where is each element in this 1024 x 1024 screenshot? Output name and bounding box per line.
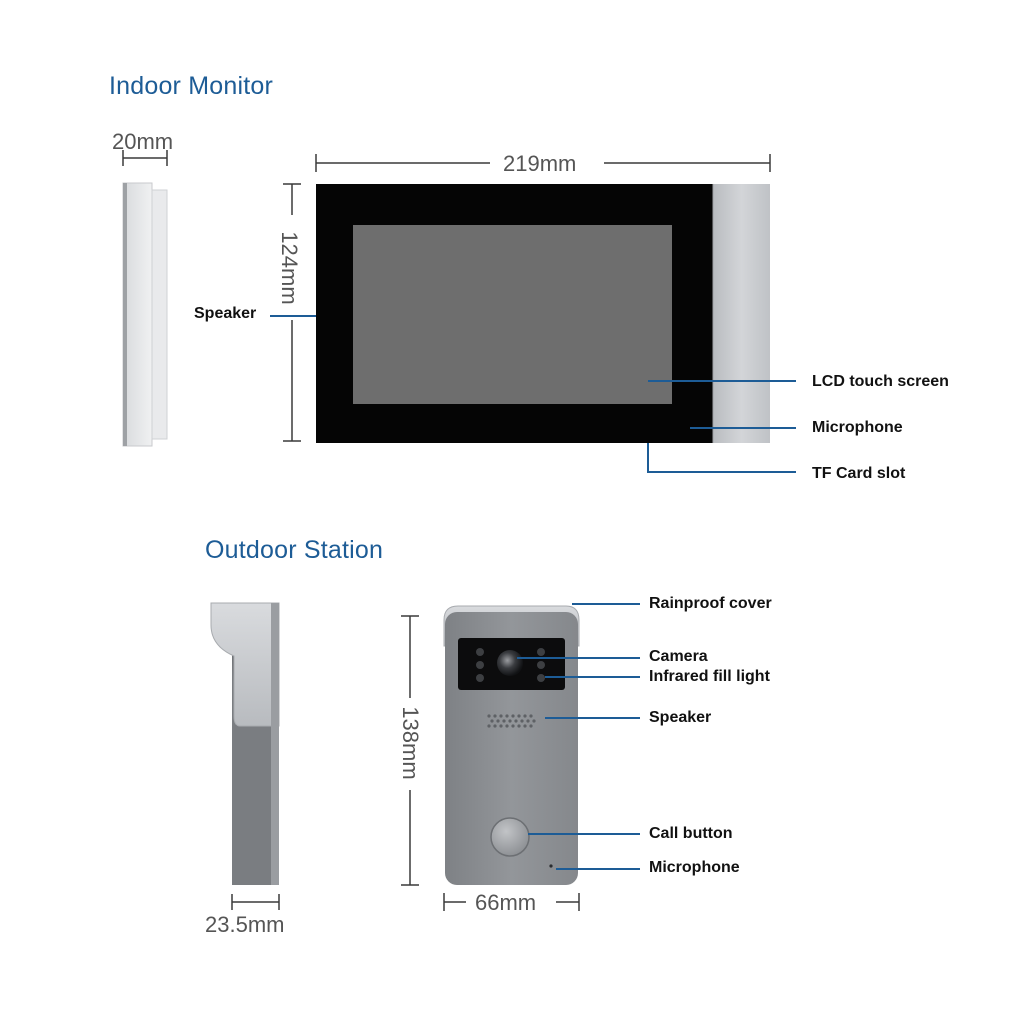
outdoor-station-front [443, 605, 580, 885]
infrared-led-icon [537, 674, 545, 682]
indoor-microphone-label: Microphone [812, 419, 903, 436]
infrared-led-icon [476, 661, 484, 669]
tf-card-slot-label: TF Card slot [812, 465, 906, 482]
infrared-led-icon [476, 674, 484, 682]
camera-label: Camera [649, 648, 708, 665]
outdoor-station-side-view [210, 602, 280, 885]
indoor-height-label: 124mm [277, 231, 302, 305]
indoor-speaker-label: Speaker [194, 305, 257, 322]
outdoor-microphone-label: Microphone [649, 859, 740, 876]
infrared-led-icon [537, 648, 545, 656]
microphone-hole-icon [549, 864, 553, 868]
outdoor-callout-lines [517, 603, 640, 870]
camera-lens-icon [497, 650, 523, 676]
infrared-led-icon [476, 648, 484, 656]
call-button-label: Call button [649, 825, 733, 842]
indoor-callout-lines [270, 315, 796, 473]
silver-side-panel [713, 184, 770, 443]
outdoor-station-title: Outdoor Station [205, 536, 384, 564]
infrared-fill-light-label: Infrared fill light [649, 668, 770, 685]
infrared-led-icon [537, 661, 545, 669]
outdoor-depth-label: 23.5mm [205, 912, 285, 937]
lcd-touch-screen-label: LCD touch screen [812, 373, 949, 390]
outdoor-height-label: 138mm [398, 706, 423, 780]
rainproof-cover-label: Rainproof cover [649, 595, 772, 612]
indoor-dimension-lines [122, 150, 771, 442]
indoor-depth-label: 20mm [112, 129, 174, 154]
speaker-grille-icon [487, 714, 536, 728]
outdoor-speaker-label: Speaker [649, 709, 712, 726]
lcd-screen [353, 225, 672, 404]
indoor-width-label: 219mm [503, 151, 577, 176]
outdoor-width-label: 66mm [475, 890, 537, 915]
indoor-monitor-front [316, 184, 770, 443]
indoor-monitor-side-view [122, 182, 168, 447]
call-button-icon [490, 817, 530, 857]
outdoor-dimension-lines [231, 615, 580, 911]
indoor-monitor-title: Indoor Monitor [109, 72, 273, 100]
